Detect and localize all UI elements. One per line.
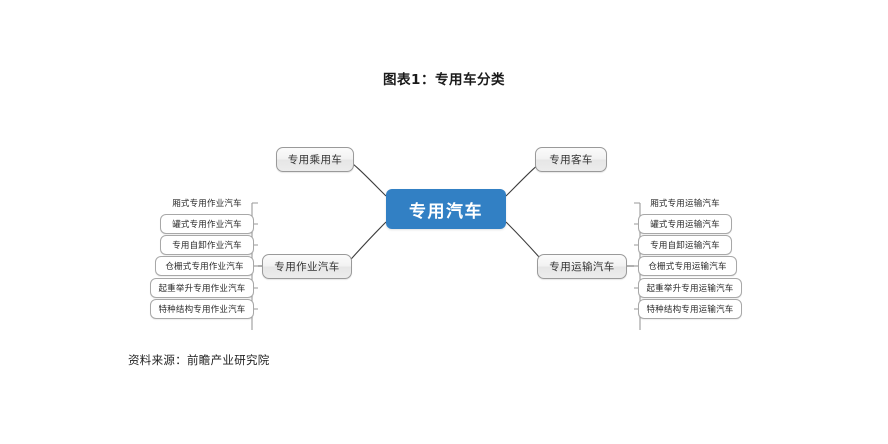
branch-node-bus[interactable]: 专用客车 (535, 147, 607, 172)
leaf-node-transport-2[interactable]: 罐式专用运输汽车 (638, 214, 732, 234)
leaf-node-operation-4[interactable]: 仓栅式专用作业汽车 (155, 256, 254, 276)
leaf-node-transport-1[interactable]: 厢式专用运输汽车 (650, 199, 720, 209)
leaf-node-operation-6[interactable]: 特种结构专用作业汽车 (150, 299, 254, 319)
leaf-node-operation-1[interactable]: 厢式专用作业汽车 (172, 199, 242, 209)
branch-node-operation[interactable]: 专用作业汽车 (262, 254, 352, 279)
page-title: 图表1：专用车分类 (383, 72, 505, 88)
branch-node-passenger[interactable]: 专用乘用车 (276, 147, 354, 172)
leaf-node-transport-5[interactable]: 起重举升专用运输汽车 (638, 278, 742, 298)
root-node-special-vehicle[interactable]: 专用汽车 (386, 189, 506, 229)
branch-node-transport[interactable]: 专用运输汽车 (537, 254, 627, 279)
leaf-node-transport-6[interactable]: 特种结构专用运输汽车 (638, 299, 742, 319)
leaf-node-transport-3[interactable]: 专用自卸运输汽车 (638, 235, 732, 255)
leaf-node-operation-5[interactable]: 起重举升专用作业汽车 (150, 278, 254, 298)
source-note: 资料来源：前瞻产业研究院 (128, 353, 270, 367)
leaf-node-operation-2[interactable]: 罐式专用作业汽车 (160, 214, 254, 234)
leaf-node-operation-3[interactable]: 专用自卸作业汽车 (160, 235, 254, 255)
leaf-node-transport-4[interactable]: 仓栅式专用运输汽车 (638, 256, 737, 276)
